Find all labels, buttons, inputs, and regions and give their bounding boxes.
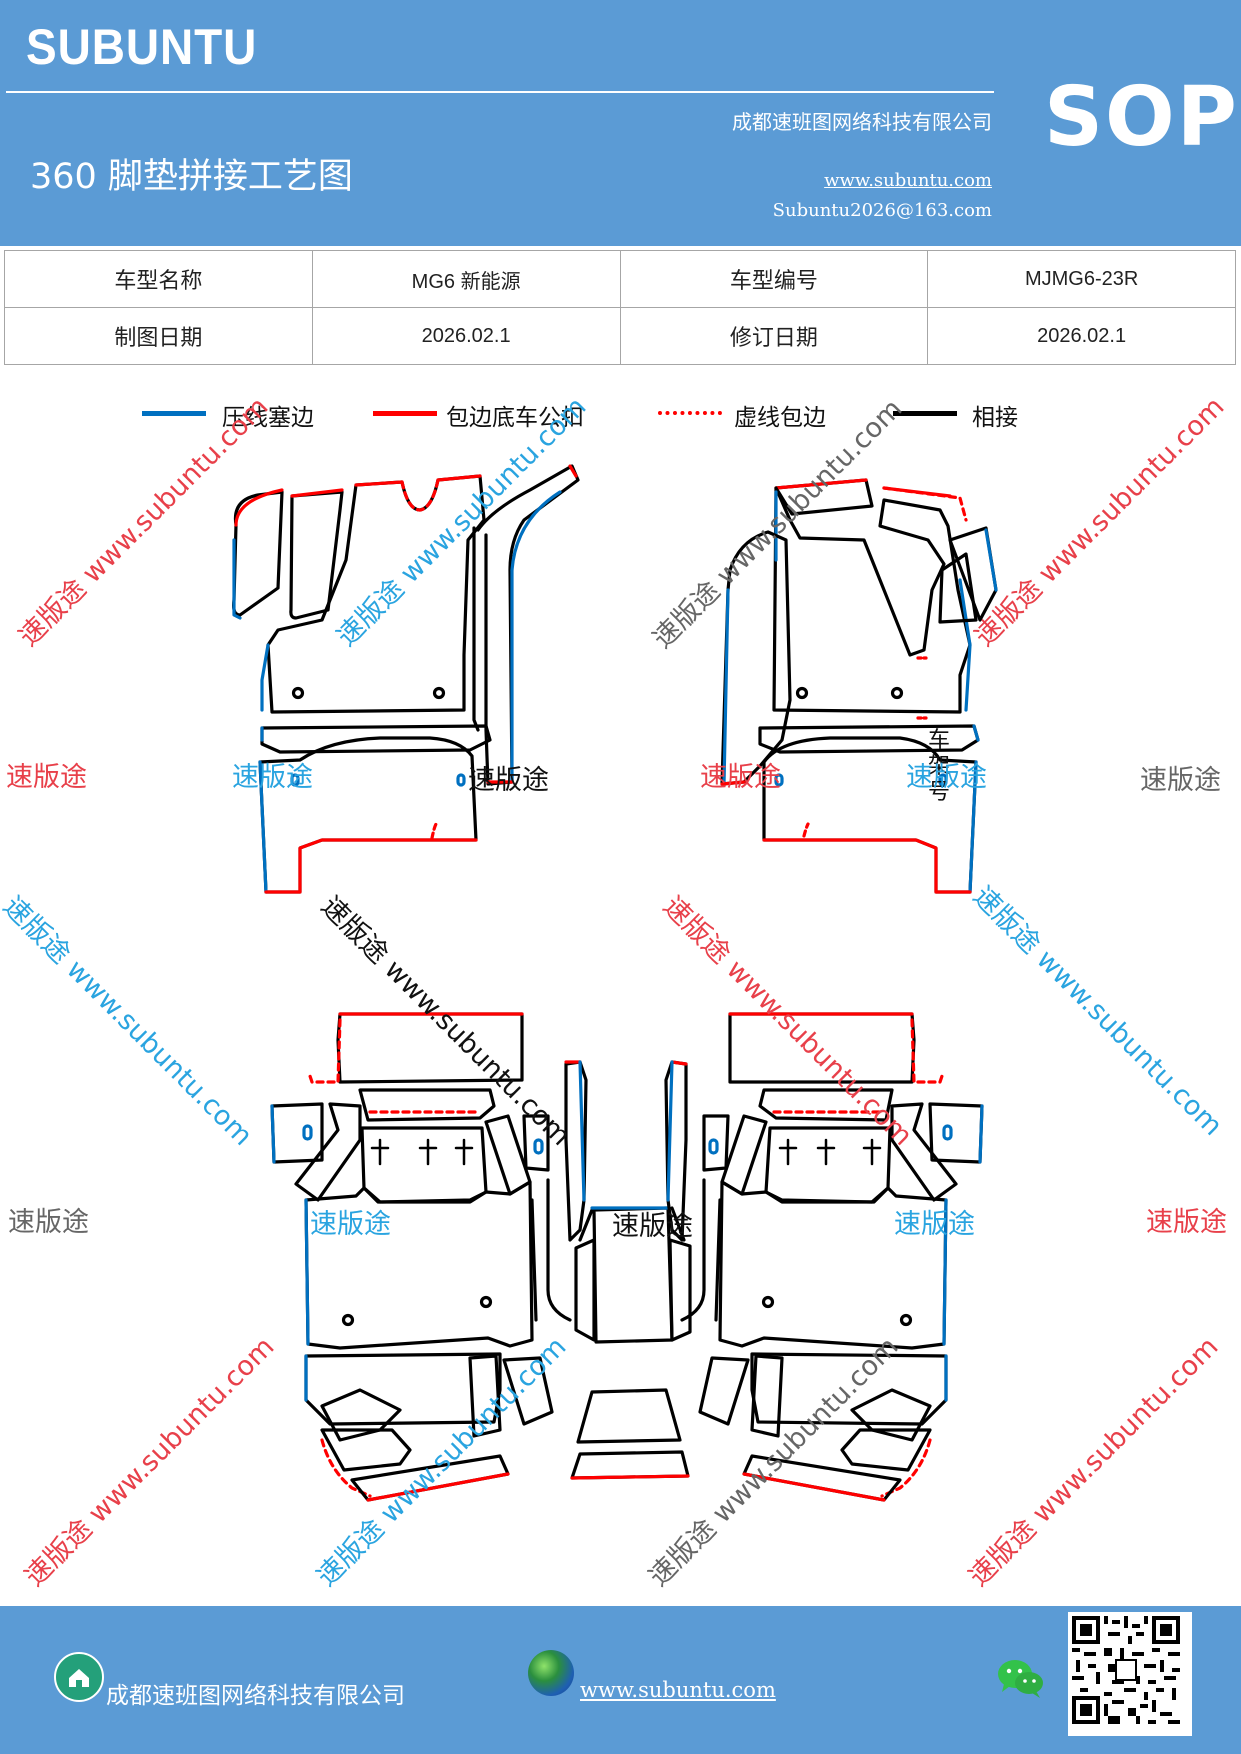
vehicle-info-table: 车型名称 MG6 新能源 车型编号 MJMG6-23R 制图日期 2026.02… xyxy=(4,250,1236,365)
page-title: 360 脚垫拼接工艺图 xyxy=(30,157,353,197)
footer-company-name: 成都速班图网络科技有限公司 xyxy=(106,1683,405,1709)
legend-swatch-join xyxy=(893,411,957,416)
frame-number-label: 车架号 xyxy=(928,728,951,805)
qr-code[interactable] xyxy=(1068,1612,1192,1736)
front-left-mat xyxy=(232,464,580,894)
table-cell: 修订日期 xyxy=(619,307,929,365)
header-divider xyxy=(6,91,994,93)
legend-label-edge: 包边底车公扣 xyxy=(446,405,584,431)
watermark: 速版途 xyxy=(468,765,549,796)
rear-left-mat xyxy=(270,1012,588,1502)
legend-label-join: 相接 xyxy=(972,405,1018,431)
page-header: SUBUNTU SOP 360 脚垫拼接工艺图 成都速班图网络科技有限公司 ww… xyxy=(0,0,1241,246)
table-cell: 2026.02.1 xyxy=(927,307,1236,365)
table-row: 制图日期 2026.02.1 修订日期 2026.02.1 xyxy=(4,307,1236,365)
table-cell: 车型名称 xyxy=(4,250,313,308)
legend-label-dashed: 虚线包边 xyxy=(734,405,826,431)
home-icon xyxy=(54,1652,104,1702)
legend: 压线塞边 包边底车公扣 虚线包边 相接 xyxy=(0,398,1241,438)
floor-mat-diagram xyxy=(232,464,998,1502)
table-cell: MG6 新能源 xyxy=(311,250,621,308)
watermark: 速版途 xyxy=(894,1209,975,1240)
watermark: 速版途 xyxy=(310,1209,391,1240)
brand-logo: SUBUNTU xyxy=(26,19,258,75)
legend-swatch-edge xyxy=(373,411,437,416)
watermark: 速版途 xyxy=(700,762,781,793)
page-footer: 成都速班图网络科技有限公司 www.subuntu.com xyxy=(0,1606,1241,1754)
watermark: 速版途 xyxy=(8,1207,89,1238)
watermark: 速版途 xyxy=(1146,1207,1227,1238)
wechat-icon[interactable] xyxy=(996,1656,1046,1700)
table-cell: 2026.02.1 xyxy=(311,307,621,365)
watermark: 速版途 xyxy=(6,762,87,793)
legend-swatch-press xyxy=(142,411,206,416)
sop-badge: SOP xyxy=(1044,70,1239,165)
globe-icon xyxy=(528,1650,574,1696)
center-mat xyxy=(570,1206,692,1480)
legend-label-press: 压线塞边 xyxy=(222,405,314,431)
watermark: 速版途 xyxy=(232,762,313,793)
front-right-mat xyxy=(720,478,998,894)
company-name: 成都速班图网络科技有限公司 xyxy=(732,110,992,134)
table-cell: 车型编号 xyxy=(619,250,929,308)
rear-right-mat xyxy=(664,1012,984,1502)
contact-email[interactable]: Subuntu2026@163.com xyxy=(772,200,992,221)
table-cell: MJMG6-23R xyxy=(927,250,1236,308)
website-link[interactable]: www.subuntu.com xyxy=(824,170,992,191)
footer-website-link[interactable]: www.subuntu.com xyxy=(580,1678,776,1702)
watermark: 速版途 xyxy=(1140,765,1221,796)
watermark: 速版途 xyxy=(612,1211,693,1242)
table-cell: 制图日期 xyxy=(4,307,313,365)
table-row: 车型名称 MG6 新能源 车型编号 MJMG6-23R xyxy=(4,250,1236,308)
legend-swatch-dashed xyxy=(658,411,722,415)
watermark: 速版途 xyxy=(906,762,987,793)
